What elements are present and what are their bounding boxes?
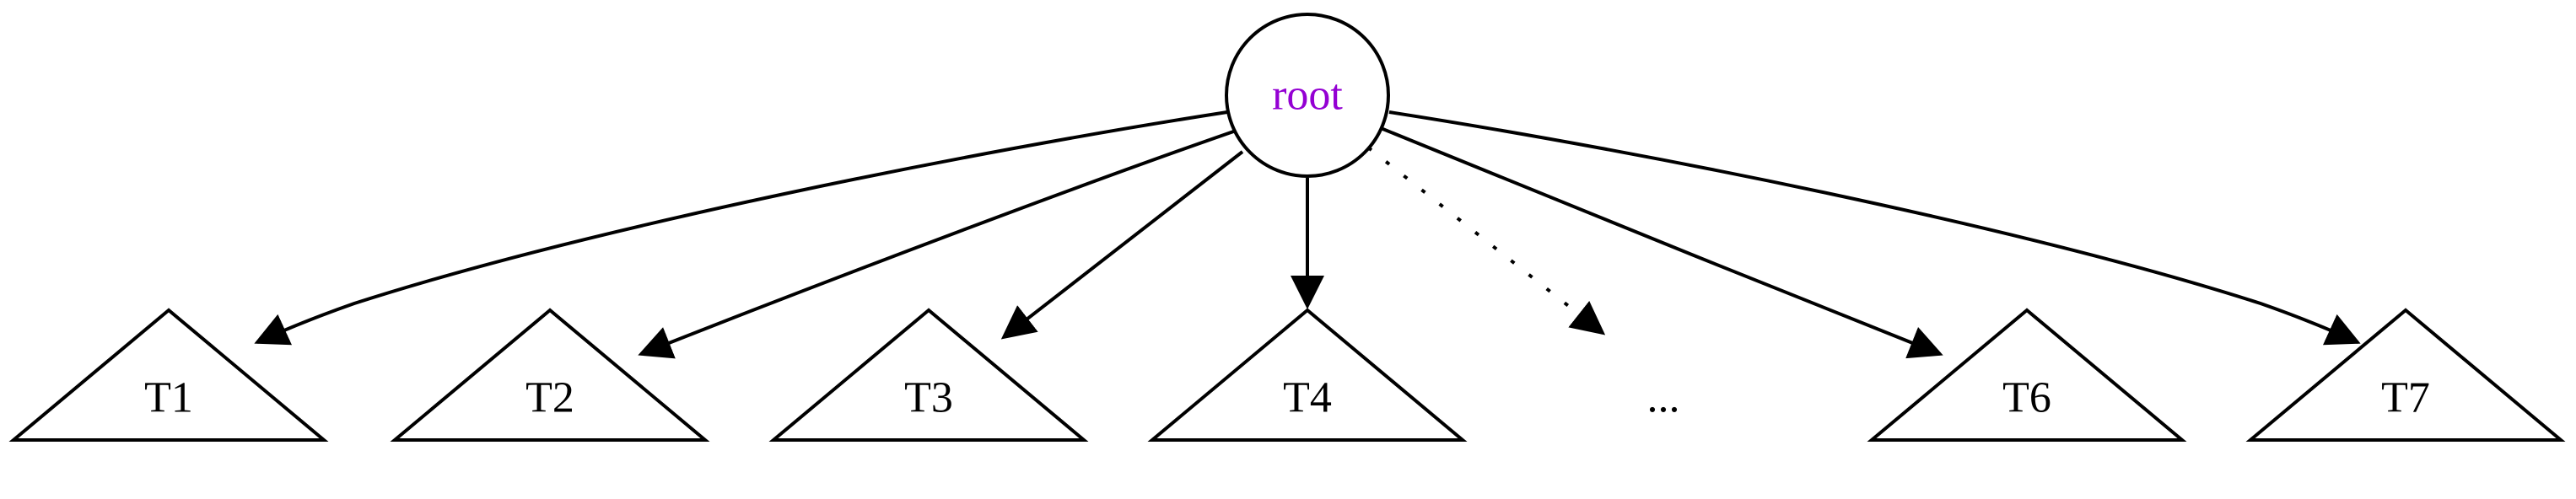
label-ellipsis: ... bbox=[1647, 374, 1680, 422]
label-t4: T4 bbox=[1283, 374, 1332, 422]
child-t7: T7 bbox=[2245, 308, 2566, 442]
label-t3: T3 bbox=[904, 374, 953, 422]
triangle-t3 bbox=[768, 308, 1089, 442]
child-ellipsis: ... bbox=[1647, 374, 1680, 422]
label-t7: T7 bbox=[2381, 374, 2430, 422]
child-t1: T1 bbox=[8, 308, 329, 442]
edge-root-t2 bbox=[638, 126, 1244, 359]
child-t4: T4 bbox=[1147, 308, 1468, 442]
edge-root-t3 bbox=[1000, 150, 1244, 340]
edges bbox=[254, 110, 2361, 359]
root-label: root bbox=[1272, 72, 1343, 120]
edge-root-t6 bbox=[1380, 126, 1943, 359]
label-t1: T1 bbox=[144, 374, 193, 422]
edge-root-t1 bbox=[254, 110, 1228, 346]
triangle-t1 bbox=[8, 308, 329, 442]
triangle-t6 bbox=[1867, 308, 2187, 442]
root-circle bbox=[1225, 13, 1390, 178]
label-t2: T2 bbox=[525, 374, 574, 422]
label-t6: T6 bbox=[2002, 374, 2051, 422]
triangle-t4 bbox=[1147, 308, 1468, 442]
edge-root-ellipsis bbox=[1366, 146, 1606, 335]
child-t2: T2 bbox=[390, 308, 710, 442]
child-t6: T6 bbox=[1867, 308, 2187, 442]
edge-root-t7 bbox=[1388, 110, 2361, 346]
child-t3: T3 bbox=[768, 308, 1089, 442]
triangle-t2 bbox=[390, 308, 710, 442]
root-node: root bbox=[1225, 13, 1390, 178]
triangle-t7 bbox=[2245, 308, 2566, 442]
